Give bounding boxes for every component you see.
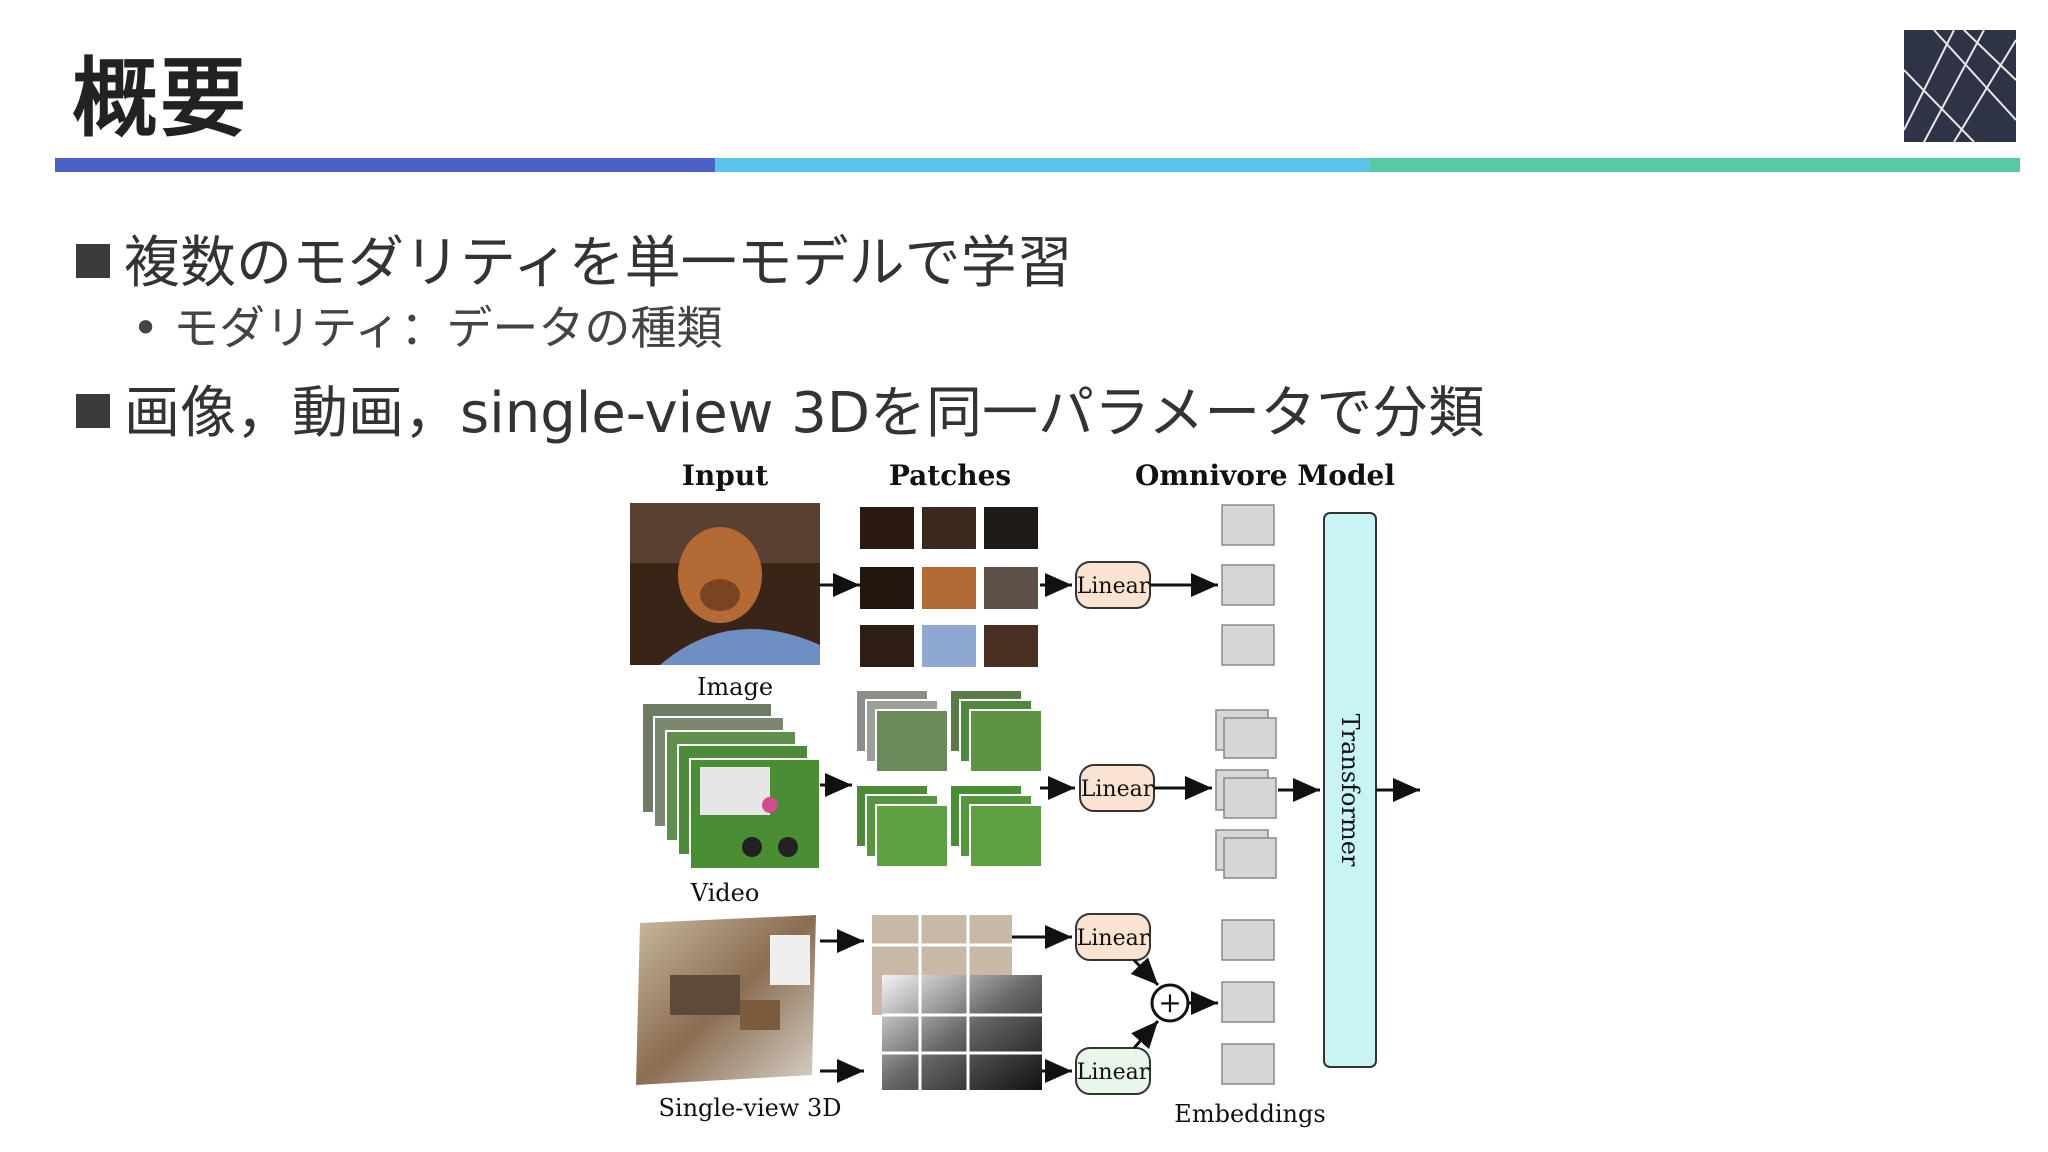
plus-icon: + — [1158, 986, 1181, 1019]
dot-bullet-icon: • — [132, 301, 160, 355]
image-patch-grid — [860, 507, 1038, 667]
linear-box-depth — [1075, 1047, 1151, 1095]
embedding-tokens-image — [1221, 504, 1275, 666]
linear-label-rgb: Linear — [1077, 926, 1150, 951]
page-title: 概要 — [72, 49, 248, 149]
label-embeddings: Embeddings — [1174, 1100, 1325, 1128]
omnivore-figure: Input Patches Omnivore Model Image Linea… — [620, 455, 1440, 1135]
single-view-3d-input-photo — [636, 915, 816, 1085]
linear-label-image: Linear — [1077, 574, 1150, 599]
bullet-multimodal: 複数のモダリティを単一モデルで学習 — [76, 218, 1073, 299]
image-input-photo — [630, 503, 820, 665]
video-input-frames — [641, 702, 821, 870]
linear-label-depth: Linear — [1077, 1060, 1150, 1085]
embedding-tokens-video — [1215, 709, 1277, 879]
header-input: Input — [682, 459, 768, 492]
bullet-classification: 画像，動画，single-view 3Dを同一パラメータで分類 — [76, 368, 1484, 449]
linear-label-video: Linear — [1081, 777, 1154, 802]
label-video: Video — [690, 879, 760, 907]
divider-segment-green — [1370, 158, 2020, 172]
transformer-label: Transformer — [1336, 714, 1364, 867]
sub-bullet-modality: •モダリティ：データの種類 — [132, 301, 723, 355]
linear-box-rgb — [1075, 913, 1151, 961]
header-patches: Patches — [889, 459, 1011, 492]
single-view-3d-patches — [872, 915, 1042, 1090]
video-patch-cubes — [855, 689, 1043, 868]
divider-segment-blue — [55, 158, 715, 172]
label-single-view-3d: Single-view 3D — [658, 1094, 841, 1122]
divider-segment-cyan — [715, 158, 1370, 172]
label-image: Image — [697, 673, 773, 701]
logo — [1903, 29, 2017, 143]
square-bullet-icon — [76, 394, 110, 428]
square-bullet-icon — [76, 244, 110, 278]
header-omnivore-model: Omnivore Model — [1135, 459, 1395, 492]
embedding-tokens-3d — [1221, 919, 1275, 1085]
